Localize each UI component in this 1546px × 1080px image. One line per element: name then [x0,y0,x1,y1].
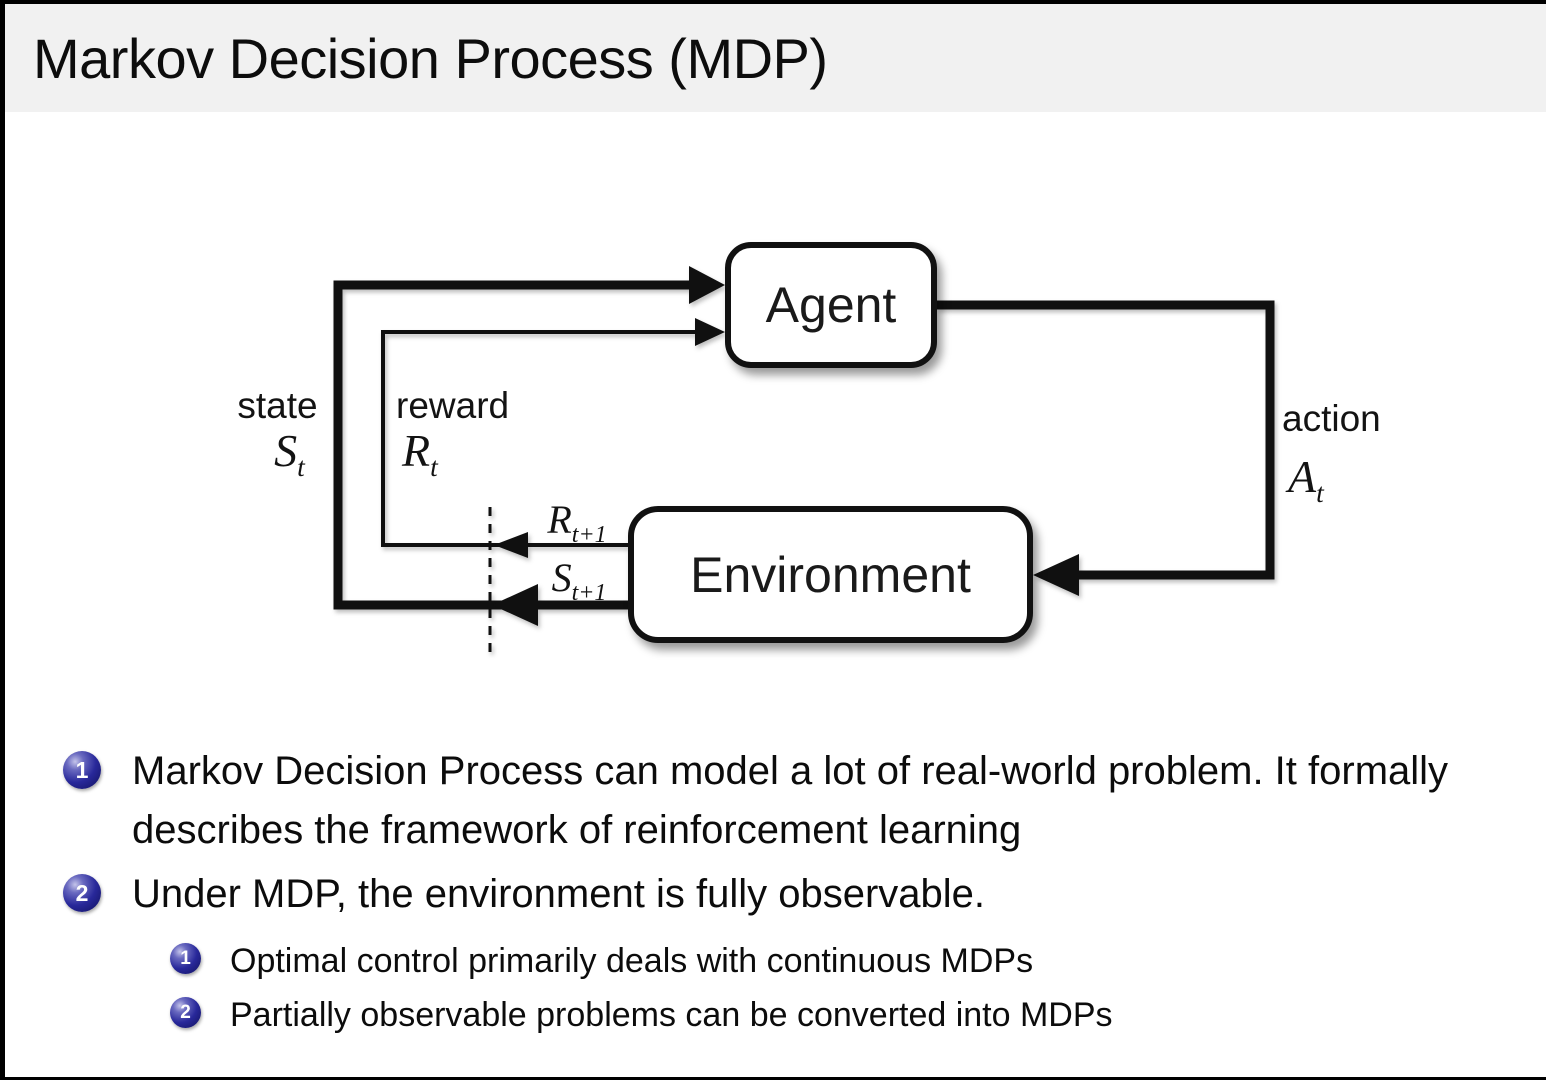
action-label: action [1282,398,1381,439]
mdp-agent-environment-diagram: Agent Environment state St reward Rt act… [230,230,1410,675]
action-to-environment-arrowhead-icon [1033,554,1079,596]
bullet-text: Markov Decision Process can model a lot … [132,749,1449,852]
environment-node-label: Environment [690,546,971,603]
sub-bullet-item-1: 1 Optimal control primarily deals with c… [170,936,1530,986]
enumeration-ball-icon: 1 [63,751,101,789]
bullet-text: Under MDP, the environment is fully obse… [132,872,986,916]
frame-bottom-border [0,1077,1546,1080]
enumeration-ball-icon: 1 [170,943,201,974]
frame-left-border [0,0,5,1080]
next-state-symbol: St+1 [551,555,607,606]
state-symbol: St [274,425,305,483]
environment-node: Environment [628,506,1033,643]
state-loop-line [333,280,692,610]
slide-header: Markov Decision Process (MDP) [5,4,1546,112]
mdp-loop-diagram-svg [333,266,1275,654]
state-to-agent-arrowhead-icon [689,266,725,304]
enumeration-ball-icon: 2 [170,997,201,1028]
next-state-arrowhead-icon [492,584,538,626]
sub-bullet-text: Partially observable problems can be con… [230,996,1113,1034]
next-reward-arrowhead-icon [494,532,528,558]
frame-top-border [0,0,1546,4]
sub-bullet-item-2: 2 Partially observable problems can be c… [170,990,1530,1040]
reward-label: reward [396,385,510,426]
reward-symbol: Rt [402,425,438,483]
sub-bullet-text: Optimal control primarily deals with con… [230,942,1034,980]
next-reward-symbol: Rt+1 [547,497,607,548]
reward-to-agent-arrowhead-icon [695,318,725,346]
agent-node: Agent [725,242,937,368]
enumeration-ball-icon: 2 [63,874,101,912]
bullet-item-2: 2 Under MDP, the environment is fully ob… [63,865,1492,924]
action-symbol: At [1288,451,1324,509]
state-label: state [237,385,318,426]
action-loop-line [937,300,1275,580]
bullet-item-1: 1 Markov Decision Process can model a lo… [63,742,1492,860]
agent-node-label: Agent [765,277,897,333]
slide-title: Markov Decision Process (MDP) [33,26,828,90]
